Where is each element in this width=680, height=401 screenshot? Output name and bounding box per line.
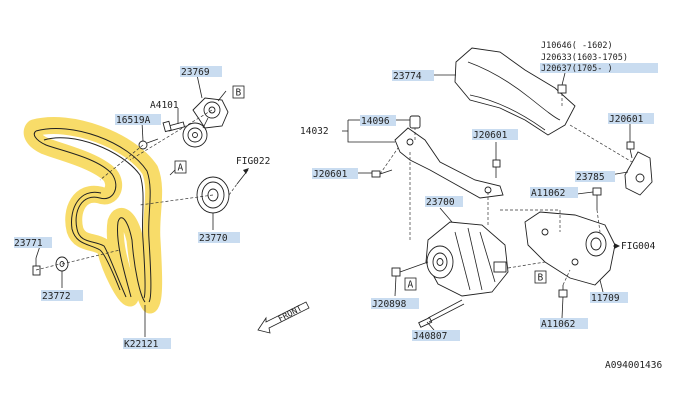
label-a11062-top[interactable]: A11062 (530, 187, 578, 199)
ref-box-a-mid: A (174, 160, 187, 174)
svg-text:23700: 23700 (426, 197, 455, 208)
svg-text:23770: 23770 (199, 233, 228, 244)
label-23700[interactable]: 23700 (425, 196, 463, 208)
svg-text:J20601: J20601 (313, 169, 348, 180)
bolt-j20601-b[interactable] (492, 159, 501, 178)
belt-k22121[interactable] (23, 117, 163, 314)
svg-text:A: A (408, 280, 414, 291)
label-j20637[interactable]: J20637(1705- ) (540, 63, 658, 74)
cover-23774[interactable] (454, 47, 576, 136)
label-11709[interactable]: 11709 (590, 292, 628, 304)
label-front: FRONT (277, 304, 304, 325)
svg-text:23774: 23774 (393, 71, 422, 82)
label-k22121[interactable]: K22121 (123, 338, 171, 350)
label-23785[interactable]: 23785 (575, 171, 615, 183)
svg-text:23785: 23785 (576, 172, 605, 183)
diagram-id: A094001436 (605, 360, 662, 371)
svg-text:A094001436: A094001436 (605, 360, 662, 371)
svg-text:J40807: J40807 (413, 331, 447, 342)
svg-text:B: B (538, 273, 544, 284)
svg-text:J20898: J20898 (372, 299, 407, 310)
svg-text:16519A: 16519A (116, 115, 151, 126)
label-j40807[interactable]: J40807 (412, 330, 460, 342)
bolt-a11062-b[interactable] (558, 285, 568, 298)
svg-text:14096: 14096 (361, 116, 390, 127)
label-j20898[interactable]: J20898 (371, 298, 419, 310)
svg-text:23771: 23771 (14, 238, 43, 249)
svg-text:J20601: J20601 (473, 130, 508, 141)
svg-text:FRONT: FRONT (277, 304, 304, 325)
ref-box-a-lower: A (404, 277, 417, 291)
svg-text:23772: 23772 (42, 291, 71, 302)
label-a11062-bottom[interactable]: A11062 (540, 318, 588, 330)
label-fig022[interactable]: FIG022 (236, 156, 270, 167)
spacer-14096[interactable] (409, 115, 421, 129)
svg-text:11709: 11709 (591, 293, 620, 304)
bolt-j20601-c[interactable] (626, 141, 635, 159)
label-a4101[interactable]: A4101 (150, 100, 179, 111)
svg-text:B: B (236, 88, 242, 99)
label-23770[interactable]: 23770 (198, 232, 240, 244)
bolt-a11062-a[interactable] (592, 187, 602, 210)
label-23771[interactable]: 23771 (14, 237, 52, 249)
alternator-23700[interactable] (425, 221, 509, 297)
bolt-23771[interactable] (32, 258, 41, 276)
front-arrow-icon (257, 301, 310, 334)
label-j20601-right[interactable]: J20601 (608, 113, 654, 125)
svg-text:K22121: K22121 (124, 339, 159, 350)
label-fig004[interactable]: FIG004 (621, 241, 656, 252)
svg-text:J10646( -1602): J10646( -1602) (541, 41, 613, 51)
bracket-11709[interactable] (524, 211, 616, 286)
svg-text:J20637(1705- ): J20637(1705- ) (541, 64, 613, 74)
ref-box-b-top: B (232, 85, 245, 99)
svg-text:FIG022: FIG022 (236, 156, 270, 167)
label-23772[interactable]: 23772 (41, 290, 83, 302)
label-14032[interactable]: 14032 (300, 126, 329, 137)
label-16519a[interactable]: 16519A (115, 114, 161, 126)
bolt-j20633[interactable] (557, 84, 567, 94)
label-23769[interactable]: 23769 (180, 66, 222, 78)
label-j10646[interactable]: J10646( -1602) (541, 41, 613, 51)
ref-box-b-lower: B (534, 270, 547, 284)
bracket-23785[interactable] (624, 151, 653, 196)
svg-text:A11062: A11062 (541, 319, 575, 330)
bolt-a4101[interactable] (162, 120, 186, 133)
label-14096[interactable]: 14096 (360, 115, 396, 127)
label-j20601-left[interactable]: J20601 (312, 168, 358, 180)
svg-text:A: A (178, 163, 184, 174)
svg-text:23769: 23769 (181, 67, 210, 78)
label-23774[interactable]: 23774 (392, 70, 434, 82)
label-j20633[interactable]: J20633(1603-1705) (541, 53, 628, 63)
bolt-j20601-a[interactable] (371, 169, 393, 178)
bolt-j20898[interactable] (391, 261, 429, 277)
svg-text:14032: 14032 (300, 126, 329, 137)
svg-text:FIG004: FIG004 (621, 241, 656, 252)
tensioner-assembly[interactable] (182, 97, 229, 148)
svg-text:A4101: A4101 (150, 100, 179, 111)
svg-text:J20601: J20601 (609, 114, 644, 125)
svg-text:J20633(1603-1705): J20633(1603-1705) (541, 53, 628, 63)
cap-16519a[interactable] (138, 138, 159, 150)
bolt-j40807[interactable] (418, 299, 465, 328)
label-j20601-mid[interactable]: J20601 (472, 129, 518, 141)
svg-text:A11062: A11062 (531, 188, 565, 199)
